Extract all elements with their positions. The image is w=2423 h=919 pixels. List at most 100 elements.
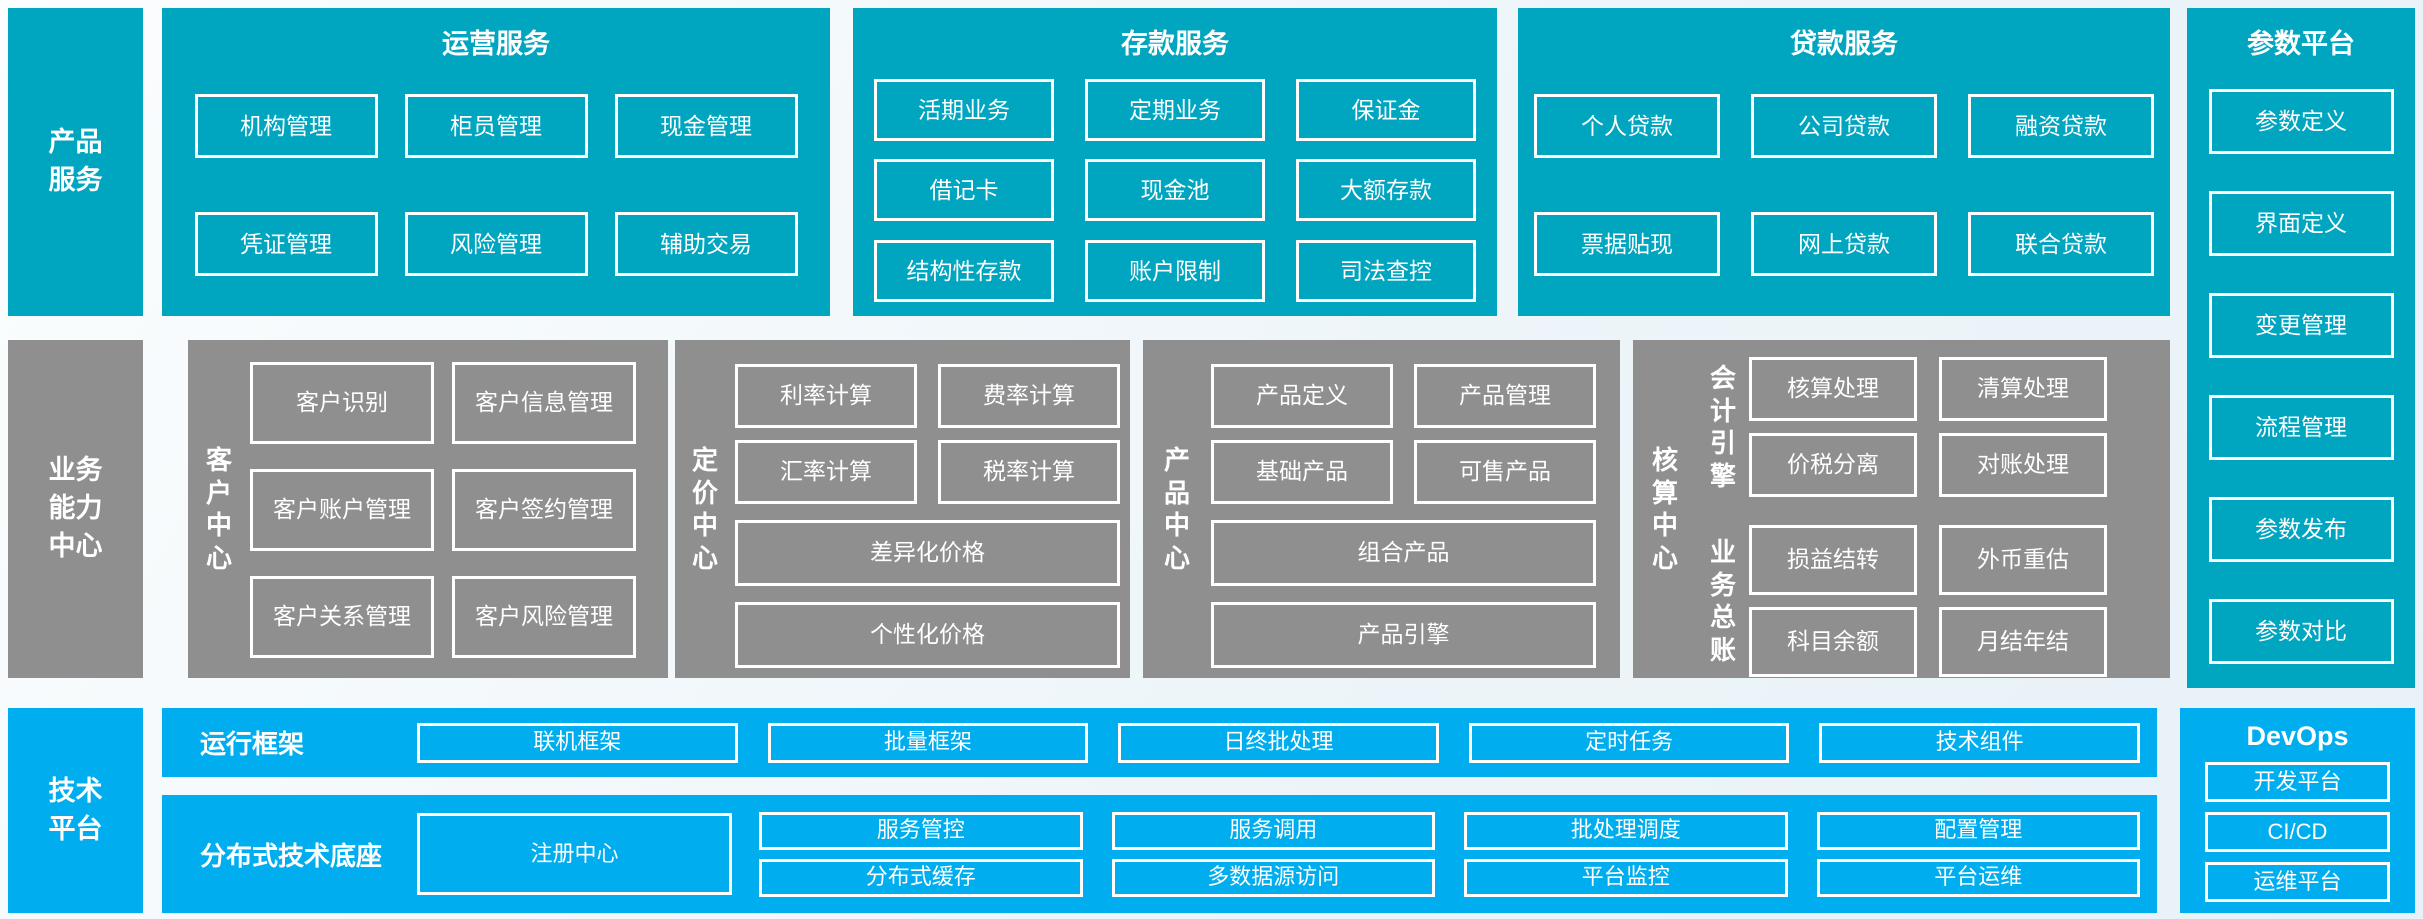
band-label-product-services: 产品 服务 xyxy=(8,8,143,316)
loan-row-1: 个人贷款 公司贷款 融资贷款 xyxy=(1518,94,2170,159)
registry-center-box: 注册中心 xyxy=(417,813,732,895)
capability-box: 清算处理 xyxy=(1939,357,2107,421)
accounting-engine-group: 会计引擎 核算处理 清算处理 价税分离 对账处理 xyxy=(1697,357,2107,497)
parameter-box: 界面定义 xyxy=(2208,191,2394,257)
tech-box: 服务管控 xyxy=(759,811,1083,850)
parameter-box: 流程管理 xyxy=(2208,395,2394,461)
service-box: 网上贷款 xyxy=(1751,212,1937,277)
tech-box: 分布式缓存 xyxy=(759,858,1083,897)
group-label: 会计引擎 xyxy=(1709,363,1736,491)
capability-box: 可售产品 xyxy=(1414,440,1596,504)
devops-box: 开发平台 xyxy=(2205,762,2390,803)
band-label-business-capability: 业务 能力 中心 xyxy=(8,340,143,678)
tech-box: 批处理调度 xyxy=(1464,811,1788,850)
tech-box: 平台监控 xyxy=(1464,858,1788,897)
capability-box: 客户签约管理 xyxy=(452,469,636,551)
loan-row-2: 票据贴现 网上贷款 联合贷款 xyxy=(1518,212,2170,277)
center-label: 产品中心 xyxy=(1163,445,1190,573)
section-title-loan: 贷款服务 xyxy=(1790,29,1898,59)
devops-box: CI/CD xyxy=(2205,812,2390,853)
parameter-box: 参数发布 xyxy=(2208,497,2394,563)
section-product-center: 产品中心 产品定义 产品管理 基础产品 可售产品 组合产品 产品引擎 xyxy=(1143,340,1620,678)
capability-box: 差异化价格 xyxy=(735,520,1120,586)
capability-box: 组合产品 xyxy=(1211,520,1596,586)
tech-box: 配置管理 xyxy=(1816,811,2140,850)
section-devops: DevOps 开发平台 CI/CD 运维平台 xyxy=(2180,708,2415,913)
capability-box: 客户账户管理 xyxy=(250,469,434,551)
tech-box: 联机框架 xyxy=(417,722,738,763)
capability-box: 客户关系管理 xyxy=(250,576,434,658)
service-box: 活期业务 xyxy=(874,79,1054,142)
devops-title: DevOps xyxy=(2246,721,2349,751)
section-operations-services: 运营服务 机构管理 柜员管理 现金管理 凭证管理 风险管理 辅助交易 xyxy=(162,8,830,316)
service-box: 个人贷款 xyxy=(1534,94,1720,159)
capability-box: 产品定义 xyxy=(1211,364,1393,428)
service-box: 凭证管理 xyxy=(194,212,378,277)
capability-box: 外币重估 xyxy=(1939,525,2107,595)
deposit-row-3: 结构性存款 账户限制 司法查控 xyxy=(853,240,1497,303)
distributed-base-label: 分布式技术底座 xyxy=(200,840,383,871)
capability-box: 个性化价格 xyxy=(735,602,1120,668)
service-box: 司法查控 xyxy=(1296,240,1476,303)
deposit-row-1: 活期业务 定期业务 保证金 xyxy=(853,79,1497,142)
operations-row-2: 凭证管理 风险管理 辅助交易 xyxy=(162,212,830,277)
service-box: 融资贷款 xyxy=(1968,94,2154,159)
accounting-engine-grid: 核算处理 清算处理 价税分离 对账处理 xyxy=(1749,357,2107,497)
section-title-deposit: 存款服务 xyxy=(1121,29,1229,59)
tech-box: 批量框架 xyxy=(767,722,1089,763)
capability-box: 基础产品 xyxy=(1211,440,1393,504)
capability-box: 核算处理 xyxy=(1749,357,1917,421)
center-label: 核算中心 xyxy=(1651,445,1678,573)
capability-box: 损益结转 xyxy=(1749,525,1917,595)
section-distributed-base: 分布式技术底座 注册中心 服务管控 服务调用 批处理调度 配置管理 分布式缓存 … xyxy=(162,795,2157,913)
service-box: 联合贷款 xyxy=(1968,212,2154,277)
capability-box: 税率计算 xyxy=(938,440,1120,504)
service-box: 票据贴现 xyxy=(1534,212,1720,277)
customer-grid: 客户识别 客户信息管理 客户账户管理 客户签约管理 客户关系管理 客户风险管理 xyxy=(250,340,636,678)
capability-box: 费率计算 xyxy=(938,364,1120,428)
band-label-tech-platform: 技术 平台 xyxy=(8,708,143,913)
capability-box: 科目余额 xyxy=(1749,607,1917,677)
tech-box: 平台运维 xyxy=(1816,858,2140,897)
product-row-1: 产品定义 产品管理 xyxy=(1211,364,1596,428)
service-box: 现金管理 xyxy=(614,94,798,159)
business-ledger-grid: 损益结转 外币重估 科目余额 月结年结 xyxy=(1749,525,2107,677)
capability-box: 产品引擎 xyxy=(1211,602,1596,668)
service-box: 机构管理 xyxy=(194,94,378,159)
runtime-boxes: 联机框架 批量框架 日终批处理 定时任务 技术组件 xyxy=(417,722,2140,763)
service-box: 大额存款 xyxy=(1296,159,1476,222)
parameter-box: 参数对比 xyxy=(2208,599,2394,665)
service-box: 辅助交易 xyxy=(614,212,798,277)
service-box: 借记卡 xyxy=(874,159,1054,222)
distributed-grid: 服务管控 服务调用 批处理调度 配置管理 分布式缓存 多数据源访问 平台监控 平… xyxy=(759,811,2140,897)
pricing-row-2: 汇率计算 税率计算 xyxy=(735,440,1120,504)
section-accounting-center: 核算中心 会计引擎 核算处理 清算处理 价税分离 对账处理 业务总账 损 xyxy=(1633,340,2170,678)
capability-box: 对账处理 xyxy=(1939,433,2107,497)
section-title-operations: 运营服务 xyxy=(442,29,550,59)
service-box: 定期业务 xyxy=(1085,79,1265,142)
section-deposit-services: 存款服务 活期业务 定期业务 保证金 借记卡 现金池 大额存款 结构性存款 账户… xyxy=(853,8,1497,316)
runtime-framework-label: 运行框架 xyxy=(200,729,305,759)
tech-box: 技术组件 xyxy=(1819,722,2140,763)
service-box: 风险管理 xyxy=(404,212,588,277)
tech-box: 日终批处理 xyxy=(1118,722,1439,763)
tech-box: 服务调用 xyxy=(1111,811,1435,850)
capability-box: 产品管理 xyxy=(1414,364,1596,428)
business-ledger-group: 业务总账 损益结转 外币重估 科目余额 月结年结 xyxy=(1697,525,2107,677)
section-loan-services: 贷款服务 个人贷款 公司贷款 融资贷款 票据贴现 网上贷款 联合贷款 xyxy=(1518,8,2170,316)
capability-box: 客户风险管理 xyxy=(452,576,636,658)
service-box: 柜员管理 xyxy=(404,94,588,159)
section-pricing-center: 定价中心 利率计算 费率计算 汇率计算 税率计算 差异化价格 个性化价格 xyxy=(675,340,1130,678)
service-box: 公司贷款 xyxy=(1751,94,1937,159)
deposit-row-2: 借记卡 现金池 大额存款 xyxy=(853,159,1497,222)
parameter-box: 参数定义 xyxy=(2208,89,2394,155)
section-runtime-framework: 运行框架 联机框架 批量框架 日终批处理 定时任务 技术组件 xyxy=(162,708,2157,777)
service-box: 结构性存款 xyxy=(874,240,1054,303)
capability-box: 客户信息管理 xyxy=(452,362,636,444)
center-label: 定价中心 xyxy=(691,445,718,573)
section-customer-center: 客户中心 客户识别 客户信息管理 客户账户管理 客户签约管理 客户关系管理 客户… xyxy=(188,340,668,678)
center-label: 客户中心 xyxy=(205,445,232,573)
section-title-parameter-platform: 参数平台 xyxy=(2247,29,2355,59)
capability-box: 汇率计算 xyxy=(735,440,917,504)
